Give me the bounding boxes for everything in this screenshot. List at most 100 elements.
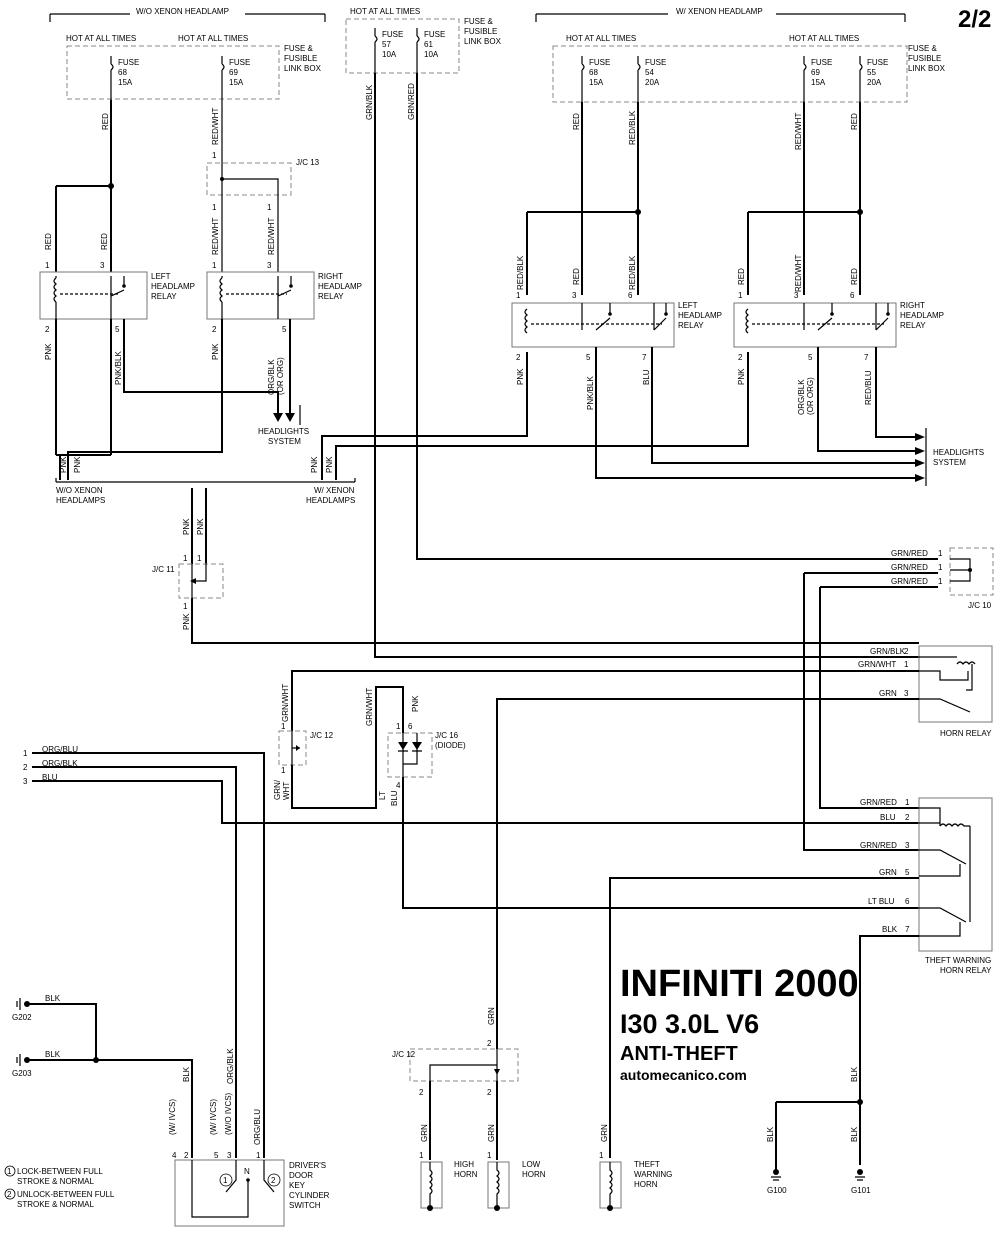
headlamps-bracket [55,478,356,483]
svg-text:BLK: BLK [45,994,61,1003]
svg-text:1: 1 [396,722,401,731]
svg-text:PNK: PNK [73,456,82,473]
svg-text:STROKE & NORMAL: STROKE & NORMAL [17,1200,94,1209]
svg-text:3: 3 [23,777,28,786]
svg-text:GRN/RED: GRN/RED [891,549,928,558]
svg-text:(W/O IVCS): (W/O IVCS) [224,1092,233,1135]
svg-text:HEADLIGHTS: HEADLIGHTS [933,448,984,457]
svg-text:5: 5 [214,1151,219,1160]
svg-text:6: 6 [905,897,910,906]
svg-text:N: N [244,1167,250,1176]
svg-text:6: 6 [628,291,633,300]
svg-text:DRIVER'S: DRIVER'S [289,1161,326,1170]
svg-text:HORN: HORN [454,1170,478,1179]
svg-text:4: 4 [396,781,401,790]
svg-text:HEADLIGHTS: HEADLIGHTS [258,427,309,436]
svg-text:HOT AT ALL TIMES: HOT AT ALL TIMES [789,34,859,43]
svg-text:FUSE: FUSE [229,58,250,67]
svg-text:GRN/BLK: GRN/BLK [365,84,374,120]
jc16-box [387,732,433,778]
svg-text:RED: RED [101,113,110,130]
fuse-69-wo: FUSE 69 15A [221,56,250,100]
wo-xenon-headlamp-label: W/O XENON HEADLAMP [136,7,229,16]
svg-text:5: 5 [808,353,813,362]
svg-text:BLU: BLU [42,773,58,782]
jc12-horn-box [409,1048,519,1082]
svg-text:HOT AT ALL TIMES: HOT AT ALL TIMES [350,7,420,16]
svg-text:G203: G203 [12,1069,32,1078]
svg-text:2: 2 [271,1176,276,1185]
svg-text:15A: 15A [811,78,826,87]
svg-text:1: 1 [281,722,286,731]
svg-text:PNK/BLK: PNK/BLK [114,351,123,385]
svg-text:54: 54 [645,68,654,77]
svg-text:BLK: BLK [882,925,898,934]
svg-text:HORN RELAY: HORN RELAY [940,966,992,975]
wo-xenon-bracket [49,13,326,22]
svg-text:UNLOCK-BETWEEN FULL: UNLOCK-BETWEEN FULL [17,1190,115,1199]
svg-text:SWITCH: SWITCH [289,1201,321,1210]
svg-text:FUSE &: FUSE & [464,17,494,26]
fuse-55: FUSE 55 20A [859,56,888,102]
coil-icon [53,277,57,303]
svg-text:G100: G100 [767,1186,787,1195]
svg-text:57: 57 [382,40,391,49]
svg-text:5: 5 [586,353,591,362]
low-horn: LOW HORN [487,1160,546,1211]
svg-text:7: 7 [905,925,910,934]
svg-text:WARNING: WARNING [634,1170,672,1179]
svg-text:RED/BLK: RED/BLK [628,255,637,290]
wire-blk-g101 [859,935,919,1165]
hot-at-all-times-1: HOT AT ALL TIMES [66,34,136,43]
svg-text:BLU: BLU [390,790,399,806]
svg-text:SYSTEM: SYSTEM [268,437,301,446]
svg-text:RED: RED [44,233,53,250]
svg-text:2: 2 [419,1088,424,1097]
svg-text:55: 55 [867,68,876,77]
wire-pnk-blk-wo [123,319,279,415]
arrow-icon [273,413,295,422]
svg-text:1: 1 [23,749,28,758]
svg-text:1: 1 [905,798,910,807]
fuse-box-w-xenon [552,45,908,103]
svg-text:BLK: BLK [45,1050,61,1059]
fuse-box-label-1c: LINK BOX [284,64,322,73]
svg-text:THEFT: THEFT [634,1160,660,1169]
title-brand: INFINITI 2000 [620,963,859,1005]
svg-text:2: 2 [487,1039,492,1048]
svg-text:FUSIBLE: FUSIBLE [464,27,497,36]
svg-text:(W/ IVCS): (W/ IVCS) [168,1099,177,1135]
svg-text:RED/WHT: RED/WHT [267,218,276,255]
svg-text:W/ XENON: W/ XENON [314,486,355,495]
left-headlamp-relay-wo: LEFT HEADLAMP RELAY [39,271,195,320]
wire-pnk-left-w [321,352,528,480]
svg-text:3: 3 [904,689,909,698]
svg-text:1: 1 [419,1151,424,1160]
svg-text:1: 1 [516,291,521,300]
jc11-box [178,563,224,599]
svg-text:HEADLAMP: HEADLAMP [678,311,722,320]
svg-text:ORG/BLK: ORG/BLK [267,359,276,395]
wire-lt-blu [402,777,919,909]
svg-text:GRN: GRN [487,1007,496,1025]
svg-text:HEADLAMP: HEADLAMP [318,282,362,291]
svg-text:1: 1 [183,602,188,611]
svg-text:RELAY: RELAY [678,321,704,330]
svg-text:GRN/: GRN/ [273,779,282,800]
fuse-box-label-1b: FUSIBLE [284,54,317,63]
title-system: ANTI-THEFT [620,1043,738,1065]
horn-relay: HORN RELAY [918,645,993,738]
svg-text:PNK: PNK [516,368,525,385]
svg-text:15A: 15A [118,78,133,87]
svg-text:ORG/BLK: ORG/BLK [226,1048,235,1084]
svg-text:3: 3 [572,291,577,300]
svg-text:ORG/BLU: ORG/BLU [253,1109,262,1145]
svg-text:PNK: PNK [737,368,746,385]
ground-g101-icon: G101 [851,1169,871,1195]
svg-text:(DIODE): (DIODE) [435,741,466,750]
svg-text:G202: G202 [12,1013,32,1022]
svg-text:PNK: PNK [182,518,191,535]
svg-text:RED: RED [737,268,746,285]
svg-text:FUSE: FUSE [811,58,832,67]
fuse-box-wo-xenon [66,45,280,100]
